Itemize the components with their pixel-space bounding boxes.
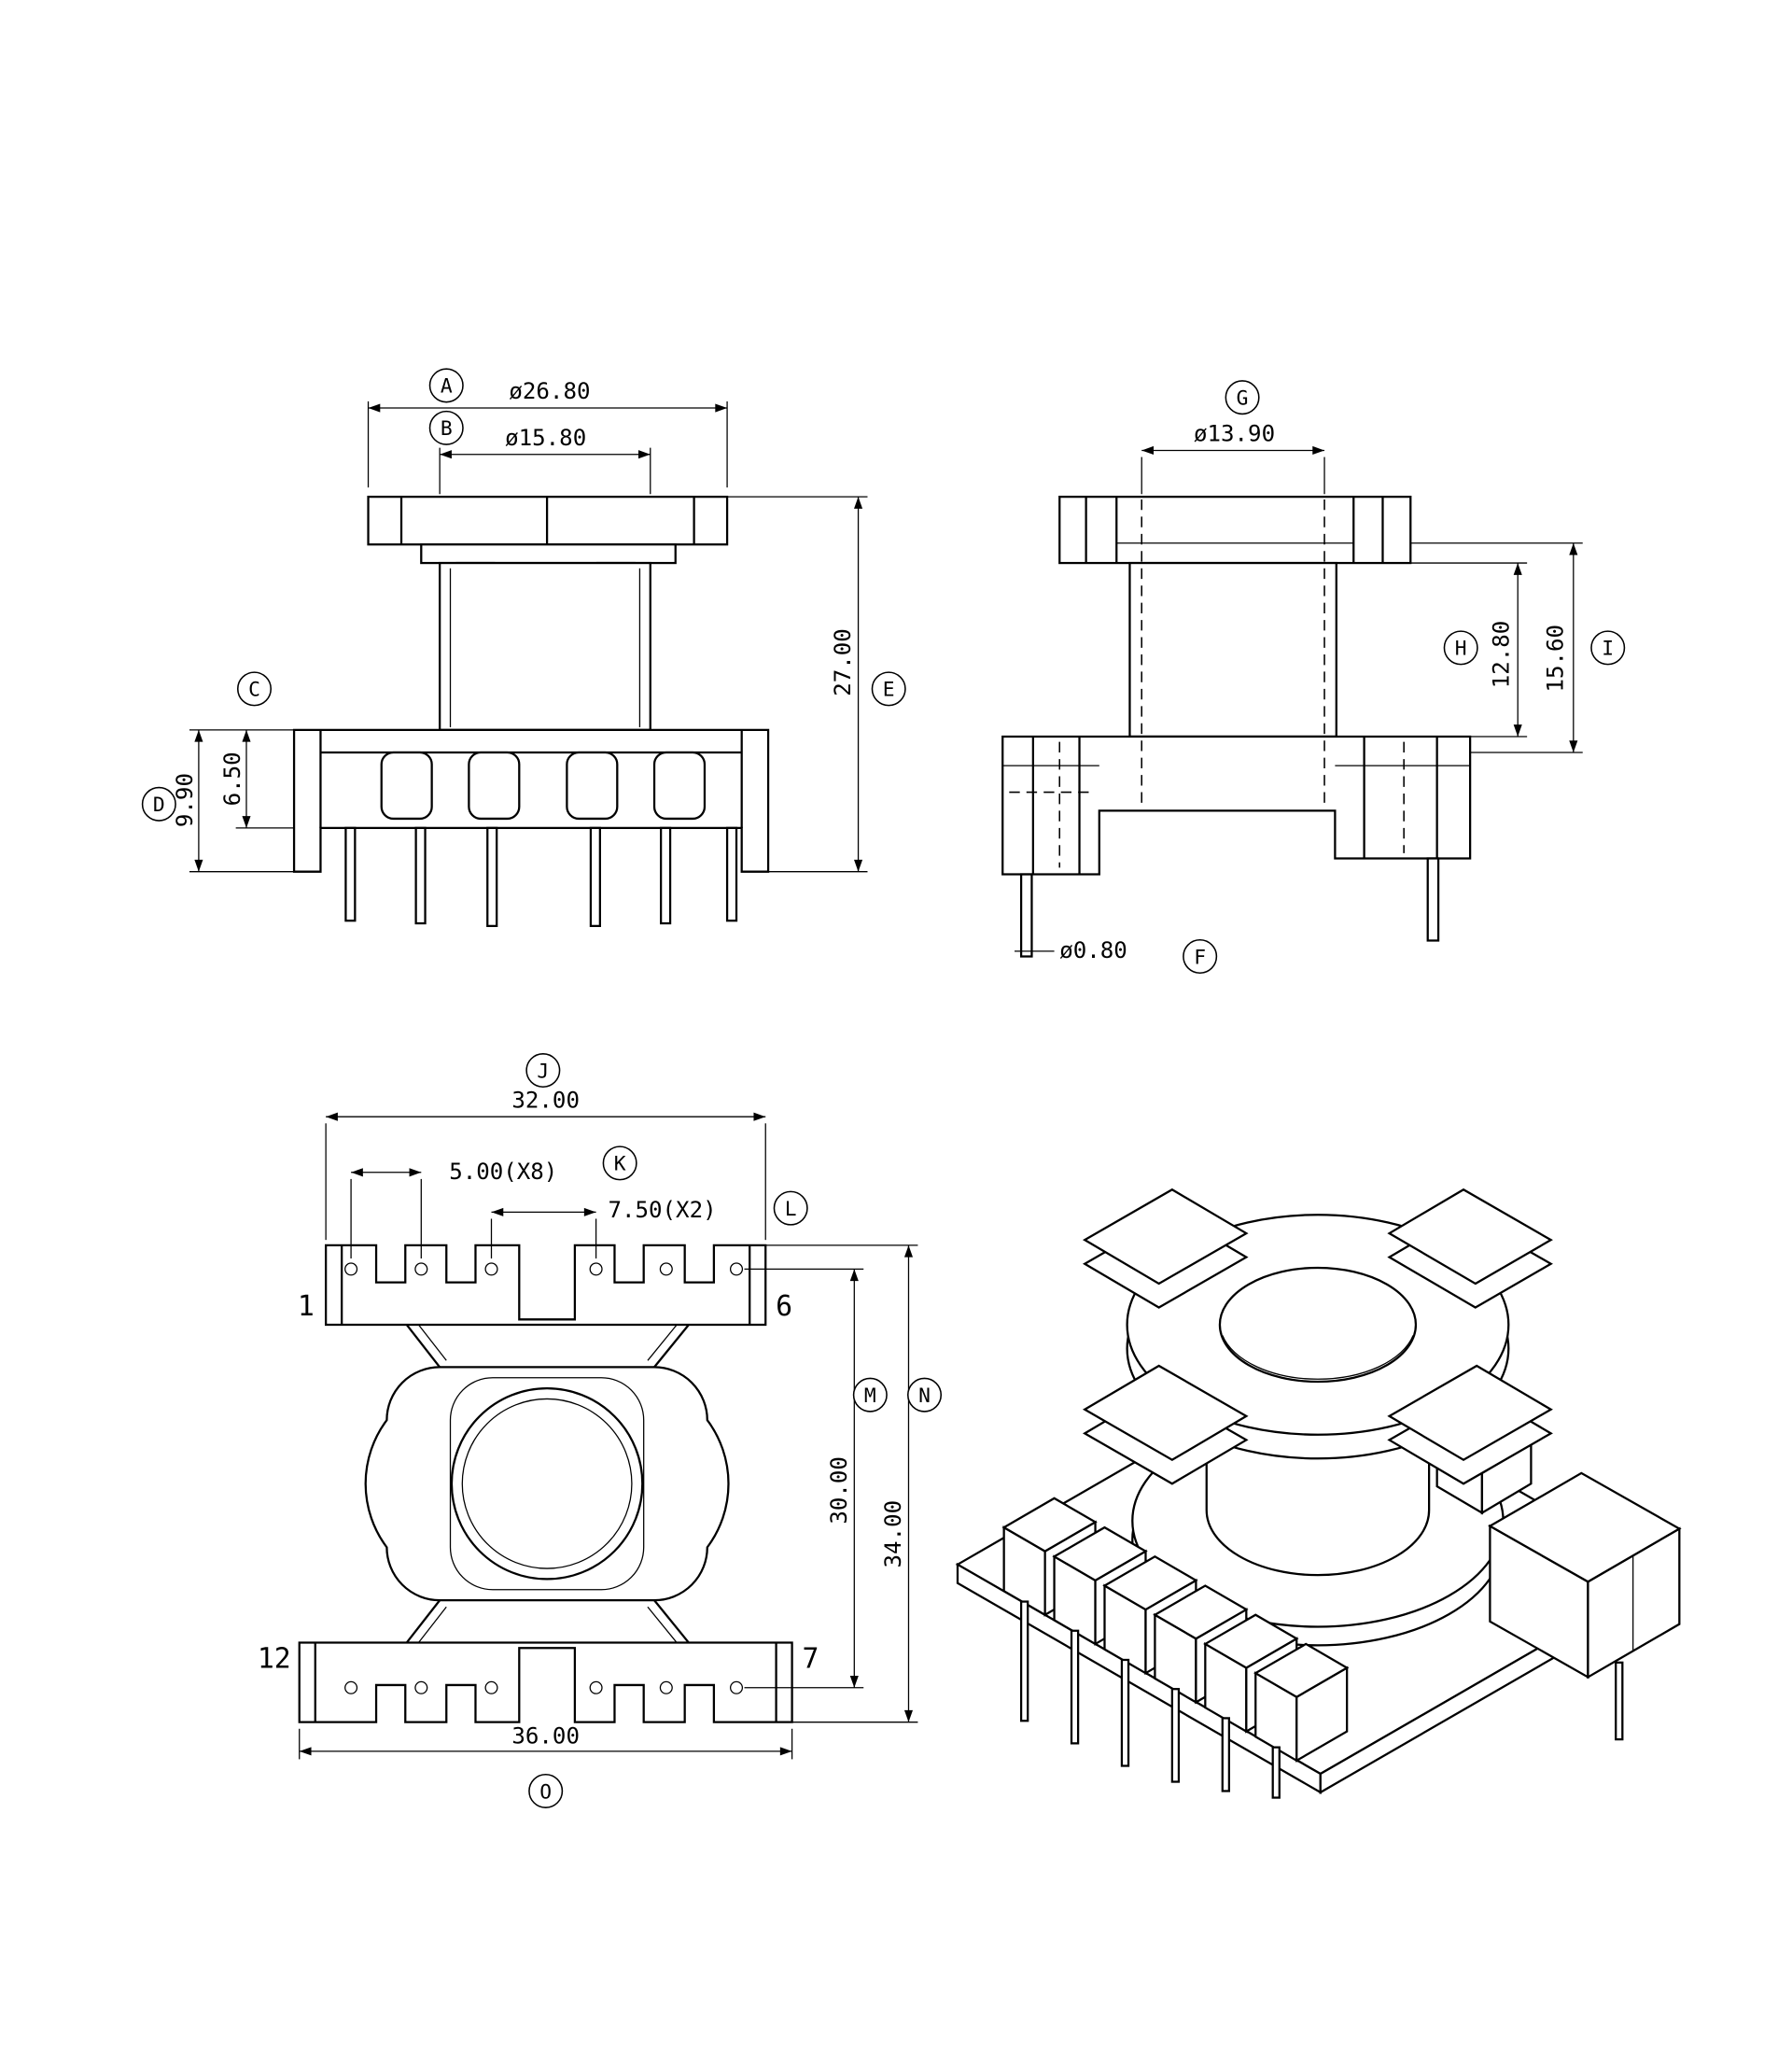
pin-number-12: 12 — [258, 1642, 291, 1675]
side-view-dimensions: ø13.90 G 12.80 H 15.60 I ø0.80 F — [1014, 380, 1626, 975]
side-view-pins — [1019, 857, 1440, 958]
balloon-b: B — [428, 410, 464, 445]
balloon-k: K — [602, 1145, 637, 1181]
dim-base-height: 9.90 — [172, 773, 198, 827]
balloon-d: D — [141, 786, 176, 822]
balloon-j: J — [525, 1053, 561, 1089]
pin-number-7: 7 — [803, 1642, 819, 1675]
balloon-m: M — [852, 1377, 888, 1413]
iso-top-flange — [1082, 1188, 1553, 1485]
front-view-pins — [344, 826, 738, 928]
balloon-l: L — [773, 1190, 808, 1226]
balloon-a: A — [428, 368, 464, 403]
balloon-g-label: G — [1237, 387, 1249, 410]
balloon-a-label: A — [441, 375, 453, 399]
pin-number-6: 6 — [776, 1290, 792, 1323]
front-view: ø26.80 A ø15.80 B C 9.90 D 6.50 27.00 — [141, 368, 906, 928]
pin-number-1: 1 — [298, 1290, 315, 1323]
dim-winding-height: 12.80 — [1488, 621, 1514, 689]
balloon-g: G — [1225, 380, 1260, 415]
iso-right-block — [1488, 1471, 1682, 1741]
side-view-outline — [1001, 495, 1472, 958]
balloon-m-label: M — [864, 1384, 876, 1408]
balloon-n-label: N — [918, 1384, 931, 1408]
balloon-f: F — [1183, 938, 1218, 975]
dim-tube-od: ø15.80 — [505, 425, 586, 451]
dim-top-width: 32.00 — [511, 1087, 580, 1113]
side-view: ø13.90 G 12.80 H 15.60 I ø0.80 F — [1001, 380, 1626, 975]
balloon-e-label: E — [883, 679, 895, 702]
balloon-i-label: I — [1602, 638, 1614, 661]
balloon-n: N — [906, 1377, 943, 1413]
isometric-view — [955, 1188, 1682, 1799]
balloon-l-label: L — [785, 1198, 797, 1221]
iso-pins — [1019, 1600, 1281, 1799]
iso-pin-housings — [1001, 1497, 1350, 1763]
dim-total-height: 27.00 — [830, 628, 856, 696]
balloon-h: H — [1443, 630, 1478, 666]
dim-row-pitch: 30.00 — [826, 1456, 852, 1525]
balloon-f-label: F — [1194, 946, 1206, 969]
dim-seat-height: 6.50 — [219, 752, 245, 806]
dim-inner-height: 15.60 — [1542, 625, 1568, 693]
balloon-i: I — [1590, 630, 1626, 666]
front-view-outline — [292, 495, 770, 928]
balloon-b-label: B — [441, 417, 453, 441]
balloon-j-label: J — [537, 1060, 549, 1083]
plan-view-dimensions: 32.00 J 5.00(X8) K 7.50(X2) L 30.00 M 34 — [299, 1053, 943, 1808]
dim-overall-depth: 34.00 — [880, 1500, 906, 1568]
plan-view: 1 6 12 7 32.00 J 5.00(X8) K 7.50(X2) L — [258, 1053, 943, 1808]
front-view-dimensions: ø26.80 A ø15.80 B C 9.90 D 6.50 27.00 — [141, 368, 906, 873]
balloon-c: C — [236, 671, 273, 707]
balloon-d-label: D — [153, 794, 165, 817]
plan-view-pin-holes — [344, 1262, 744, 1694]
balloon-c-label: C — [248, 679, 260, 702]
dim-pin-dia: ø0.80 — [1059, 937, 1127, 963]
dim-bore-id: ø13.90 — [1194, 421, 1275, 447]
balloon-o: O — [528, 1773, 564, 1808]
plan-view-outline: 1 6 12 7 — [258, 1244, 819, 1723]
balloon-o-label: O — [539, 1780, 552, 1804]
balloon-k-label: K — [614, 1153, 626, 1176]
balloon-e: E — [871, 671, 906, 707]
dim-flange-od: ø26.80 — [509, 378, 590, 404]
dim-bottom-width: 36.00 — [511, 1722, 580, 1749]
balloon-h-label: H — [1455, 638, 1467, 661]
dim-center-pitch: 7.50(X2) — [608, 1197, 716, 1223]
dim-pin-pitch: 5.00(X8) — [449, 1159, 557, 1185]
